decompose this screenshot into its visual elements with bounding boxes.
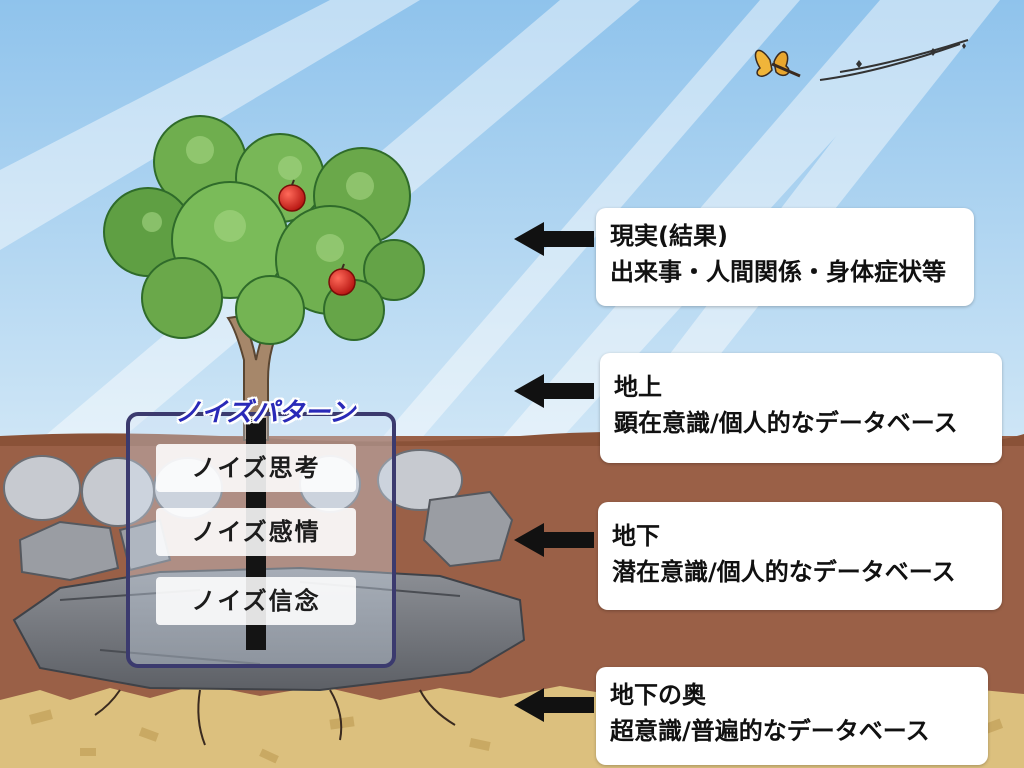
layer-subtitle: 超意識/普遍的なデータベース	[610, 717, 930, 745]
arrow-left-icon	[514, 374, 594, 408]
butterfly-trail	[819, 39, 969, 81]
layer-subtitle: 顕在意識/個人的なデータベース	[614, 409, 958, 437]
noise-belief-label: ノイズ信念	[156, 577, 356, 625]
layer-box-reality: 現実(結果) 出来事・人間関係・身体症状等	[596, 208, 974, 306]
layer-title: 地上	[614, 373, 662, 401]
noise-pattern-title: ノイズパターン	[175, 398, 355, 428]
layer-title: 現実(結果)	[610, 222, 728, 250]
layer-title: 地下の奥	[610, 681, 706, 709]
arrow-left-icon	[514, 523, 594, 557]
layer-box-underground: 地下 潜在意識/個人的なデータベース	[598, 502, 1002, 610]
layer-subtitle: 潜在意識/個人的なデータベース	[612, 558, 956, 586]
apple	[278, 184, 306, 212]
layer-subtitle: 出来事・人間関係・身体症状等	[610, 258, 946, 286]
layer-box-ground: 地上 顕在意識/個人的なデータベース	[600, 353, 1002, 463]
apple	[328, 268, 356, 296]
butterfly-icon	[754, 49, 801, 78]
arrow-left-icon	[514, 222, 594, 256]
noise-thought-label: ノイズ思考	[156, 444, 356, 492]
rocks-middle	[18, 490, 514, 582]
noise-emotion-label: ノイズ感情	[156, 508, 356, 556]
layer-box-deep: 地下の奥 超意識/普遍的なデータベース	[596, 667, 988, 765]
arrow-left-icon	[514, 688, 594, 722]
layer-title: 地下	[612, 522, 660, 550]
apples	[278, 179, 356, 296]
rock-slab	[12, 566, 526, 692]
